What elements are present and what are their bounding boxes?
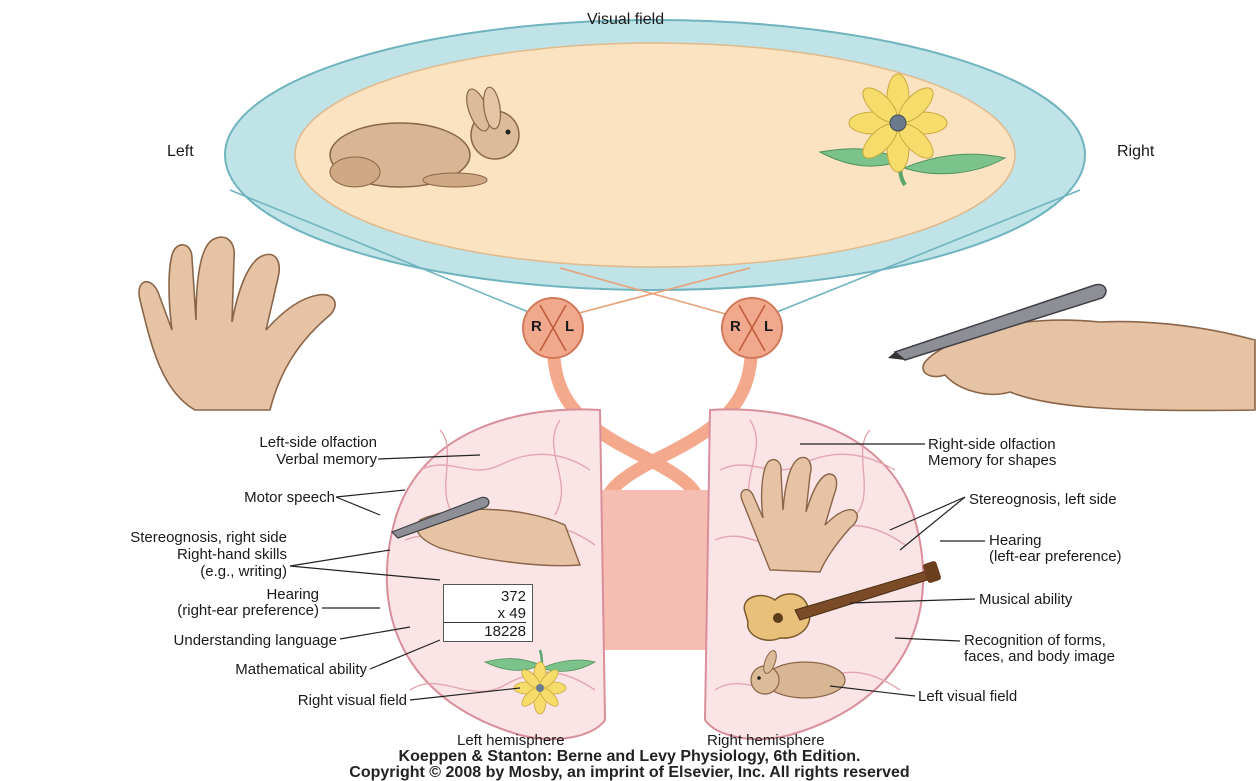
label-verbal-memory: Verbal memory [276,451,377,468]
visual-field-left-label: Left [167,143,194,160]
label-recognition-forms: Recognition of forms, [964,632,1106,649]
label-right-olfaction: Right-side olfaction [928,436,1056,453]
label-musical-ability: Musical ability [979,591,1072,608]
right-eye-l-letter: L [764,318,773,335]
calculation-box: 372 x 49 18228 [443,584,533,642]
credit-line-2: Copyright © 2008 by Mosby, an imprint of… [0,764,1259,781]
right-eye-r-letter: R [730,318,741,335]
label-right-ear-preference: (right-ear preference) [177,602,319,619]
label-right-hand-skills: Right-hand skills [177,546,287,563]
visual-field-right-label: Right [1117,143,1154,160]
label-left-visual-field: Left visual field [918,688,1017,705]
left-eye-r-letter: R [531,318,542,335]
label-mathematical-ability: Mathematical ability [235,661,367,678]
visual-field-title: Visual field [587,11,664,28]
right-hemisphere-label: Right hemisphere [707,732,825,749]
calculation-line-2: x 49 [444,605,526,622]
label-left-olfaction: Left-side olfaction [259,434,377,451]
calculation-line-1: 372 [444,588,526,605]
left-hemisphere-label: Left hemisphere [457,732,565,749]
calculation-result: 18228 [444,622,526,640]
label-memory-for-shapes: Memory for shapes [928,452,1056,469]
left-eye-l-letter: L [565,318,574,335]
label-left-ear-preference: (left-ear preference) [989,548,1122,565]
label-hearing-left: Hearing [266,586,319,603]
label-motor-speech: Motor speech [244,489,335,506]
label-hearing-right: Hearing [989,532,1042,549]
credit-line-1: Koeppen & Stanton: Berne and Levy Physio… [0,748,1259,765]
left-hand-icon [139,237,335,410]
label-right-visual-field: Right visual field [298,692,407,709]
label-faces-body-image: faces, and body image [964,648,1115,665]
label-stereognosis-right: Stereognosis, right side [130,529,287,546]
label-writing: (e.g., writing) [200,563,287,580]
label-stereognosis-left: Stereognosis, left side [969,491,1117,508]
label-understanding-language: Understanding language [174,632,337,649]
writing-hand-icon [888,284,1255,410]
